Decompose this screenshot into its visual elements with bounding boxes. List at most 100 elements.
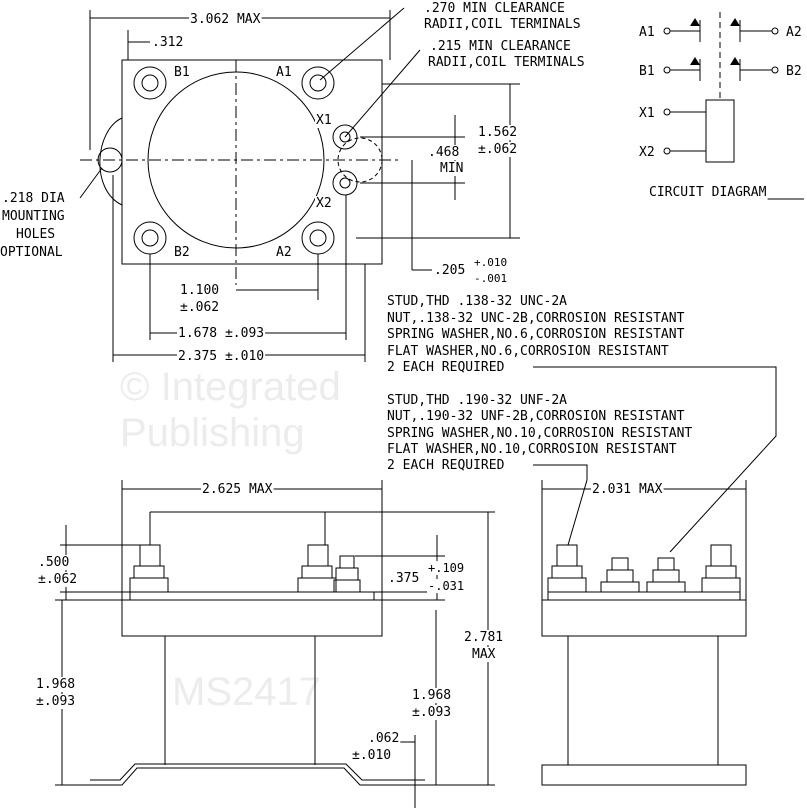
dim-2781-label: MAX — [472, 647, 496, 662]
mounting-holes-line2: MOUNTING — [2, 209, 65, 224]
dim-1100-value: 1.100 — [180, 283, 219, 298]
terminal-label-x1: X1 — [316, 113, 332, 128]
dim-2031: 2.031 MAX — [592, 482, 663, 497]
dim-1968-right-tol: ±.093 — [412, 705, 451, 720]
dim-coil-spacing-label: MIN — [440, 161, 463, 176]
label-backdrop — [173, 245, 191, 260]
circuit-label-b2: B2 — [786, 64, 802, 79]
top-view: B1 A1 X1 X2 B2 A2 3.062 MAX .312 .270 MI… — [0, 1, 586, 364]
watermark-line: MS2417 — [172, 670, 321, 714]
label-backdrop — [386, 442, 678, 457]
label-backdrop — [785, 25, 803, 40]
dim-hole-offset: .312 — [152, 35, 183, 50]
label-backdrop — [427, 145, 461, 160]
label-backdrop — [423, 1, 566, 16]
watermark-line: © Integrated — [120, 365, 341, 409]
label-backdrop — [411, 705, 453, 720]
circuit-diagram: A1 A2 B1 B2 X1 X2 CIRCUIT DIAGRAM — [638, 12, 804, 200]
note-large-3: SPRING WASHER,NO.10,CORROSION RESISTANT — [387, 426, 692, 441]
dim-coil-spacing-value: .468 — [428, 145, 459, 160]
note-large-4: FLAT WASHER,NO.10,CORROSION RESISTANT — [387, 442, 677, 457]
clearance-270-line1: .270 MIN CLEARANCE — [424, 1, 565, 16]
note-large-1: STUD,THD .190-32 UNF-2A — [387, 393, 567, 408]
mounting-holes-line4: OPTIONAL — [0, 245, 63, 260]
label-backdrop — [473, 272, 509, 285]
label-backdrop — [275, 65, 293, 80]
label-backdrop — [189, 12, 262, 27]
circuit-label-x2: X2 — [639, 145, 655, 160]
terminal-label-b1: B1 — [174, 65, 190, 80]
label-backdrop — [275, 245, 293, 260]
label-backdrop — [151, 35, 185, 50]
terminal-label-x2: X2 — [316, 196, 332, 211]
dim-205: .205 — [434, 263, 465, 278]
side-view: 2.625 MAX .500 ±.062 .375 +.109 -.031 2.… — [35, 480, 505, 808]
label-backdrop — [471, 647, 497, 662]
label-backdrop — [177, 326, 266, 341]
note-small-4: FLAT WASHER,NO.6,CORROSION RESISTANT — [387, 344, 669, 359]
terminal-label-b2: B2 — [174, 245, 190, 260]
label-backdrop — [427, 579, 466, 593]
label-backdrop — [638, 64, 656, 79]
label-backdrop — [648, 185, 768, 200]
label-backdrop — [15, 227, 57, 242]
label-backdrop — [35, 677, 77, 692]
circuit-label-a1: A1 — [639, 25, 655, 40]
clearance-215-line2: RADII,COIL TERMINALS — [428, 55, 585, 70]
label-backdrop — [473, 256, 509, 269]
dim-2781-value: 2.781 — [464, 630, 503, 645]
label-backdrop — [423, 17, 582, 32]
note-small-1: STUD,THD .138-32 UNC-2A — [387, 294, 567, 309]
dim-500-value: .500 — [38, 555, 69, 570]
label-backdrop — [35, 694, 77, 709]
circuit-label-b1: B1 — [639, 64, 655, 79]
tol-375-minus: -.031 — [428, 579, 464, 593]
label-backdrop — [1, 191, 66, 206]
label-backdrop — [386, 294, 569, 309]
dim-1968-left-tol: ±.093 — [36, 694, 75, 709]
label-backdrop — [429, 39, 572, 54]
label-backdrop — [1, 209, 66, 224]
note-large-5: 2 EACH REQUIRED — [387, 458, 505, 473]
tol-205-minus: -.001 — [474, 272, 507, 285]
label-backdrop — [367, 731, 401, 746]
terminal-label-a1: A1 — [276, 65, 292, 80]
label-backdrop — [638, 106, 656, 121]
dim-500-tol: ±.062 — [38, 572, 77, 587]
label-backdrop — [177, 349, 266, 364]
dim-height-tol: ±.062 — [478, 142, 517, 157]
label-backdrop — [477, 125, 519, 140]
label-backdrop — [386, 409, 686, 424]
dim-1968-right-value: 1.968 — [412, 688, 451, 703]
stud-notes: STUD,THD .138-32 UNC-2A NUT,.138-32 UNC-… — [386, 294, 777, 553]
note-large-2: NUT,.190-32 UNF-2B,CORROSION RESISTANT — [387, 409, 685, 424]
terminal-label-a2: A2 — [276, 245, 292, 260]
label-backdrop — [386, 344, 670, 359]
mounting-holes-line3: HOLES — [16, 227, 55, 242]
label-backdrop — [427, 55, 586, 70]
label-backdrop — [386, 327, 686, 342]
dim-062-tol: ±.010 — [352, 748, 391, 763]
label-backdrop — [37, 555, 71, 570]
label-backdrop — [386, 426, 694, 441]
label-backdrop — [37, 572, 79, 587]
label-backdrop — [173, 65, 191, 80]
label-backdrop — [179, 283, 221, 298]
label-backdrop — [386, 311, 686, 326]
label-backdrop — [386, 393, 569, 408]
label-backdrop — [433, 263, 467, 278]
label-backdrop — [477, 142, 519, 157]
dim-height-value: 1.562 — [478, 125, 517, 140]
circuit-diagram-title: CIRCUIT DIAGRAM — [649, 185, 767, 200]
dim-1968-left-value: 1.968 — [36, 677, 75, 692]
circuit-label-a2: A2 — [786, 25, 802, 40]
label-backdrop — [463, 630, 505, 645]
label-backdrop — [315, 113, 333, 128]
label-backdrop — [315, 196, 333, 211]
label-backdrop — [386, 458, 506, 473]
label-backdrop — [439, 161, 465, 176]
label-backdrop — [591, 482, 664, 497]
label-backdrop — [411, 688, 453, 703]
